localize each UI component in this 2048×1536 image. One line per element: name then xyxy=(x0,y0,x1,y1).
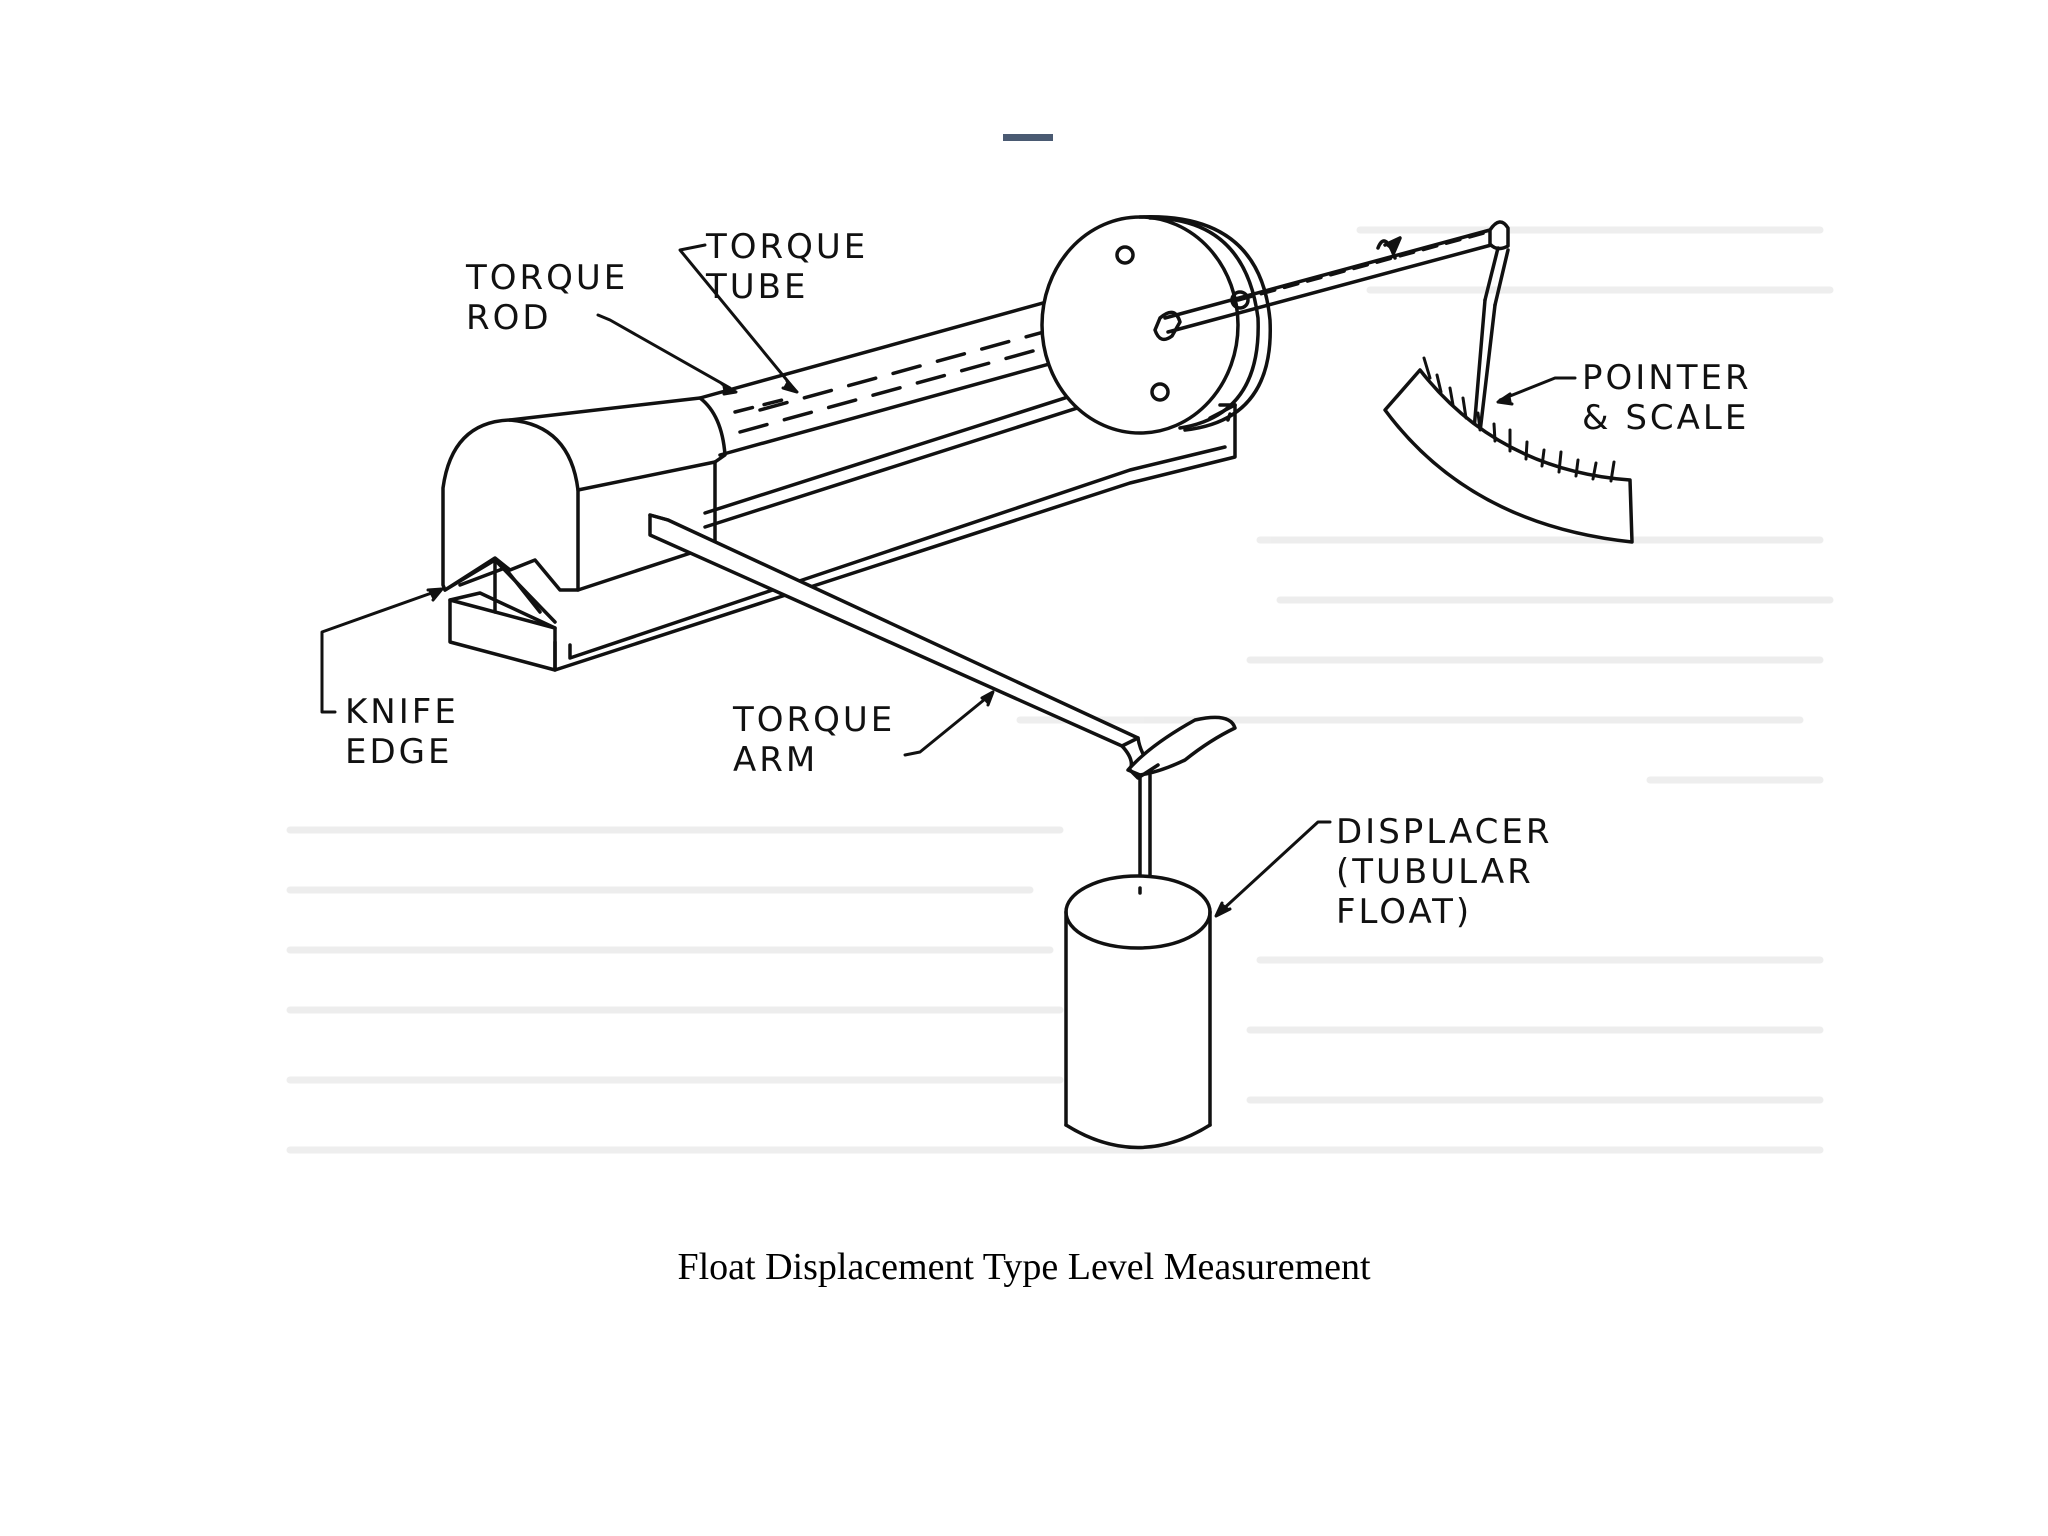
housing-block xyxy=(441,396,727,592)
torque-arm xyxy=(648,513,1237,780)
leader-pointer-scale xyxy=(1498,376,1577,402)
displacer-float xyxy=(1064,874,1212,1150)
label-displacer: DISPLACER (TUBULAR FLOAT) xyxy=(1336,812,1553,932)
leader-torque-tube xyxy=(678,243,797,392)
label-torque-rod: TORQUE ROD xyxy=(466,258,629,338)
leader-torque-rod xyxy=(596,313,732,390)
label-torque-arm: TORQUE ARM xyxy=(733,700,896,780)
leader-torque-arm xyxy=(903,693,992,757)
label-torque-tube: TORQUE TUBE xyxy=(706,227,869,307)
label-knife-edge: KNIFE EDGE xyxy=(345,692,459,772)
leader-knife-edge xyxy=(320,588,442,714)
title-rule xyxy=(1003,134,1053,141)
label-pointer-scale: POINTER & SCALE xyxy=(1582,358,1752,438)
flywheel xyxy=(1040,215,1272,435)
torque-tube xyxy=(698,288,1102,457)
faded-background-text xyxy=(286,226,1834,1154)
figure-caption: Float Displacement Type Level Measuremen… xyxy=(677,1246,1371,1288)
leader-displacer xyxy=(1218,820,1332,914)
output-shaft xyxy=(1163,228,1497,334)
leader-lines xyxy=(320,243,1577,918)
hanger-rod xyxy=(1138,773,1152,894)
scale xyxy=(1383,356,1634,544)
